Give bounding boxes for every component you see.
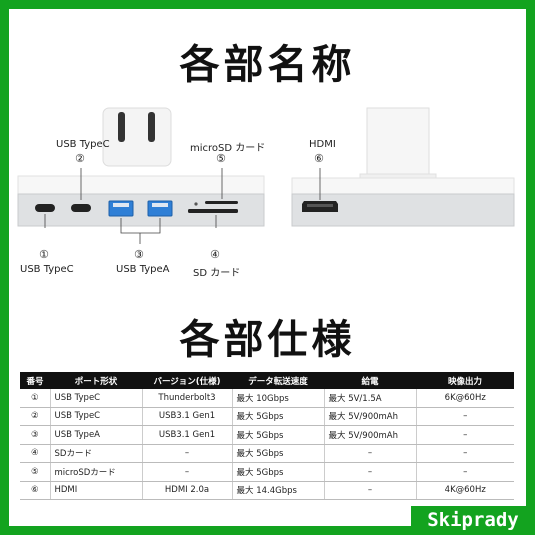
cell-speed: 最大 14.4Gbps — [231, 481, 324, 500]
port-3-number: ③ — [134, 248, 144, 261]
usb-c-port-2 — [71, 204, 91, 212]
spec-table: 番号 ポート形状 バージョン(仕様) データ転送速度 給電 映像出力 ① USB… — [20, 372, 514, 500]
port-6-label: HDMI — [309, 139, 336, 150]
connector-block — [102, 107, 172, 167]
watermark-badge: Skiprady — [411, 506, 535, 535]
sd-slot — [188, 209, 238, 213]
cell-power: – — [323, 444, 416, 463]
cell-power: 最大 5V/900mAh — [323, 407, 416, 426]
device-illustration — [17, 107, 515, 244]
section-title-names: 各部名称 — [179, 42, 356, 88]
spec-table-header: 番号 ポート形状 バージョン(仕様) データ転送速度 給電 映像出力 — [20, 372, 514, 389]
cell-version: Thunderbolt3 — [141, 389, 232, 408]
usb-a-port-2-tongue — [152, 203, 168, 207]
port-3-label: USB TypeA — [116, 264, 170, 275]
port-1-label: USB TypeC — [20, 264, 74, 275]
table-row: ② USB TypeC USB3.1 Gen1 最大 5Gbps 最大 5V/9… — [20, 407, 514, 426]
section-title-specs: 各部仕様 — [179, 317, 356, 363]
cell-video: – — [415, 462, 514, 482]
cell-video: – — [415, 444, 514, 463]
cell-power: 最大 5V/900mAh — [323, 425, 416, 445]
cell-version: HDMI 2.0a — [141, 481, 232, 500]
connector-pin-left — [118, 112, 125, 142]
cell-video: 6K@60Hz — [415, 389, 514, 408]
cell-port: USB TypeA — [49, 425, 142, 445]
cell-video: 4K@60Hz — [415, 481, 514, 500]
connector-pin-right — [148, 112, 155, 142]
port-2-label: USB TypeC — [56, 139, 110, 150]
cell-power: 最大 5V/1.5A — [323, 389, 416, 408]
col-transfer-speed: データ転送速度 — [232, 372, 324, 389]
cell-version: USB3.1 Gen1 — [141, 425, 232, 445]
cell-power: – — [323, 481, 416, 500]
usb-a-port-1-tongue — [113, 203, 129, 207]
led-indicator — [194, 202, 198, 206]
port-5-label: microSD カード — [190, 143, 266, 154]
col-video-output: 映像出力 — [416, 372, 514, 389]
cell-speed: 最大 5Gbps — [231, 425, 324, 445]
cell-version: – — [141, 444, 232, 463]
port-5-number: ⑤ — [216, 152, 226, 165]
front-device — [17, 107, 265, 244]
cell-port: HDMI — [49, 481, 142, 500]
rear-body-top — [291, 177, 515, 195]
table-row: ⑥ HDMI HDMI 2.0a 最大 14.4Gbps – 4K@60Hz — [20, 481, 514, 500]
cell-speed: 最大 5Gbps — [231, 444, 324, 463]
col-number: 番号 — [20, 372, 50, 389]
col-version: バージョン(仕様) — [142, 372, 232, 389]
port-4-label: SD カード — [193, 268, 241, 279]
port-4-number: ④ — [210, 248, 220, 261]
cell-number: ② — [20, 407, 50, 426]
cell-version: USB3.1 Gen1 — [141, 407, 232, 426]
cell-number: ⑤ — [20, 462, 50, 482]
cell-video: – — [415, 425, 514, 445]
port-6-number: ⑥ — [314, 152, 324, 165]
hub-body-top — [17, 175, 265, 195]
table-row: ① USB TypeC Thunderbolt3 最大 10Gbps 最大 5V… — [20, 389, 514, 408]
hdmi-port-inner — [307, 204, 333, 207]
cell-number: ③ — [20, 425, 50, 445]
table-row: ⑤ microSDカード – 最大 5Gbps – – — [20, 462, 514, 482]
port-1-number: ① — [39, 248, 49, 261]
col-port-shape: ポート形状 — [50, 372, 142, 389]
cell-number: ① — [20, 389, 50, 408]
cell-speed: 最大 5Gbps — [231, 407, 324, 426]
microsd-slot — [205, 201, 238, 204]
port-2-number: ② — [75, 152, 85, 165]
cell-speed: 最大 10Gbps — [231, 389, 324, 408]
cell-number: ④ — [20, 444, 50, 463]
cell-port: USB TypeC — [49, 407, 142, 426]
cell-port: USB TypeC — [49, 389, 142, 408]
cell-power: – — [323, 462, 416, 482]
cell-number: ⑥ — [20, 481, 50, 500]
table-row: ④ SDカード – 最大 5Gbps – – — [20, 444, 514, 463]
cell-version: – — [141, 462, 232, 482]
cell-video: – — [415, 407, 514, 426]
cell-speed: 最大 5Gbps — [231, 462, 324, 482]
col-power: 給電 — [324, 372, 416, 389]
table-row: ③ USB TypeA USB3.1 Gen1 最大 5Gbps 最大 5V/9… — [20, 425, 514, 445]
stand-upper — [366, 107, 430, 175]
usb-c-port-1 — [35, 204, 55, 212]
cell-port: microSDカード — [49, 462, 142, 482]
cell-port: SDカード — [49, 444, 142, 463]
rear-device — [291, 107, 515, 227]
leader-3 — [120, 218, 161, 234]
